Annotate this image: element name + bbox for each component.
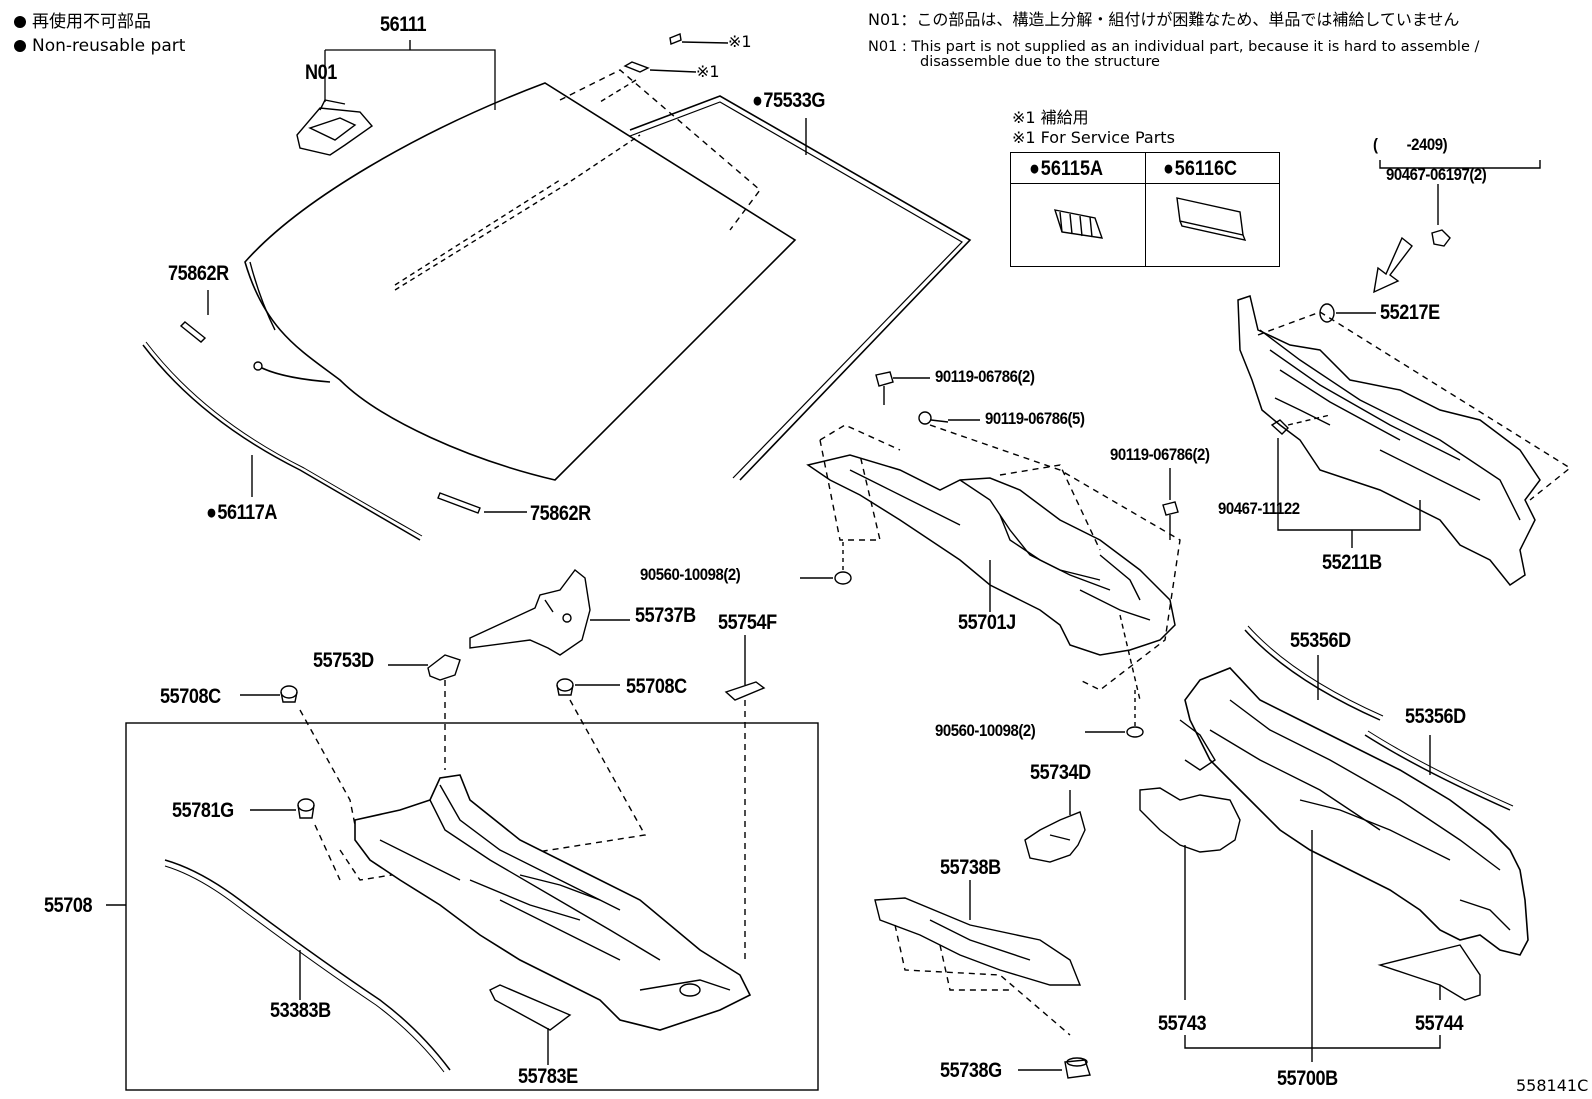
bracket-55754f (724, 681, 766, 701)
washer-90560-b (1126, 726, 1144, 738)
lower-weatherstrip (142, 344, 421, 541)
label-90467-11122: 90467-11122 (1218, 499, 1300, 518)
clip-90467-06197 (1431, 229, 1451, 247)
label-53383b: 53383B (270, 999, 331, 1022)
panel-55701j (806, 454, 1176, 656)
mirror-bracket-n01 (296, 99, 374, 156)
note-service-jp: ※1 補給用 (1012, 108, 1089, 127)
figure-number: 558141C (1516, 1076, 1589, 1095)
service-part-56116c: 56116C (1163, 157, 1237, 181)
seal-55356d-a (1244, 629, 1381, 721)
cowl-panel-55700b (1179, 667, 1529, 956)
label-55356d-a: 55356D (1290, 629, 1351, 652)
insulator-55738b (874, 897, 1082, 986)
label-55734d: 55734D (1030, 761, 1091, 784)
label-55708: 55708 (44, 894, 93, 917)
label-55743: 55743 (1158, 1012, 1207, 1035)
bolt-90119-b (918, 411, 949, 425)
label-75533g: 75533G (752, 90, 825, 111)
label-55700b: 55700B (1277, 1067, 1338, 1090)
label-55737b: 55737B (635, 604, 696, 627)
spacer-75862r-a (179, 321, 207, 343)
insulator-55744 (1377, 944, 1481, 1001)
note-n01-en: N01 : This part is not supplied as an in… (868, 39, 1480, 70)
cowl-top-panel (354, 774, 752, 1031)
label-x1-a: ※1 (728, 32, 752, 51)
label-55708c-b: 55708C (626, 675, 687, 698)
label-55738b: 55738B (940, 856, 1001, 879)
direction-arrow (1373, 236, 1413, 294)
label-55211b: 55211B (1322, 551, 1382, 574)
bracket-55737b (469, 569, 591, 656)
windshield-molding (629, 95, 972, 481)
label-55738g: 55738G (940, 1059, 1002, 1082)
legend-jp: 再使用不可部品 (14, 14, 151, 31)
clip-55781g (297, 798, 315, 819)
windshield-glass (244, 69, 797, 481)
label-n01: N01 (305, 61, 337, 84)
assembly-frame-55708 (125, 722, 819, 1091)
legend-en: Non-reusable part (14, 38, 185, 55)
cover-55783e (489, 984, 572, 1031)
label-56111: 56111 (380, 13, 427, 36)
grommet-55738g (1064, 1057, 1091, 1079)
washer-90560-a (834, 571, 852, 585)
windshield-wire (257, 365, 331, 383)
label-x1-b: ※1 (696, 62, 720, 81)
spacer-75862r-b (437, 492, 481, 514)
label-75862r-b: 75862R (530, 502, 591, 525)
label-55783e: 55783E (518, 1065, 578, 1088)
label-55753d: 55753D (313, 649, 374, 672)
label-90119-a: 90119-06786(2) (935, 367, 1035, 386)
label-55744: 55744 (1415, 1012, 1464, 1035)
clip-90467-11122 (1270, 419, 1289, 435)
label-55708c-a: 55708C (160, 685, 221, 708)
grommet-55217e (1319, 303, 1335, 323)
panel-55211b (1237, 295, 1541, 587)
note-n01-jp: N01：この部品は、構造上分解・組付けが困難なため、単品では補給していません (868, 10, 1460, 29)
clip-55708c-b (556, 678, 574, 696)
pad-56116c-icon (1176, 197, 1247, 241)
service-part-56115a: 56115A (1029, 157, 1103, 181)
label-90119-b: 90119-06786(5) (985, 409, 1085, 428)
label-55356d-b: 55356D (1405, 705, 1466, 728)
label-75862r-a: 75862R (168, 262, 229, 285)
seal-55356d-b (1364, 734, 1511, 811)
label-55701j: 55701J (958, 611, 1016, 634)
label-90560-a: 90560-10098(2) (640, 565, 741, 584)
label-90560-b: 90560-10098(2) (935, 721, 1036, 740)
label-55781g: 55781G (172, 799, 234, 822)
label-55217e: 55217E (1380, 301, 1440, 324)
insulator-55743 (1139, 787, 1241, 853)
label-55754f: 55754F (718, 611, 777, 634)
seal-53383b (164, 859, 451, 1071)
label-90119-c: 90119-06786(2) (1110, 445, 1210, 464)
clip-56115a-icon (1053, 209, 1104, 239)
bolt-90119-c (1162, 501, 1179, 540)
clip-55708c-a (280, 685, 298, 703)
bolt-90119-a (875, 371, 894, 405)
label-56117a: 56117A (206, 502, 277, 523)
service-parts-box: 56115A 56116C (1010, 152, 1280, 267)
bracket-55734d (1024, 811, 1086, 863)
label-90467-06197: 90467-06197(2) (1386, 165, 1487, 184)
bracket-55753d (427, 654, 461, 681)
label-range: ( -2409) (1373, 135, 1448, 154)
note-service-en: ※1 For Service Parts (1012, 128, 1175, 147)
